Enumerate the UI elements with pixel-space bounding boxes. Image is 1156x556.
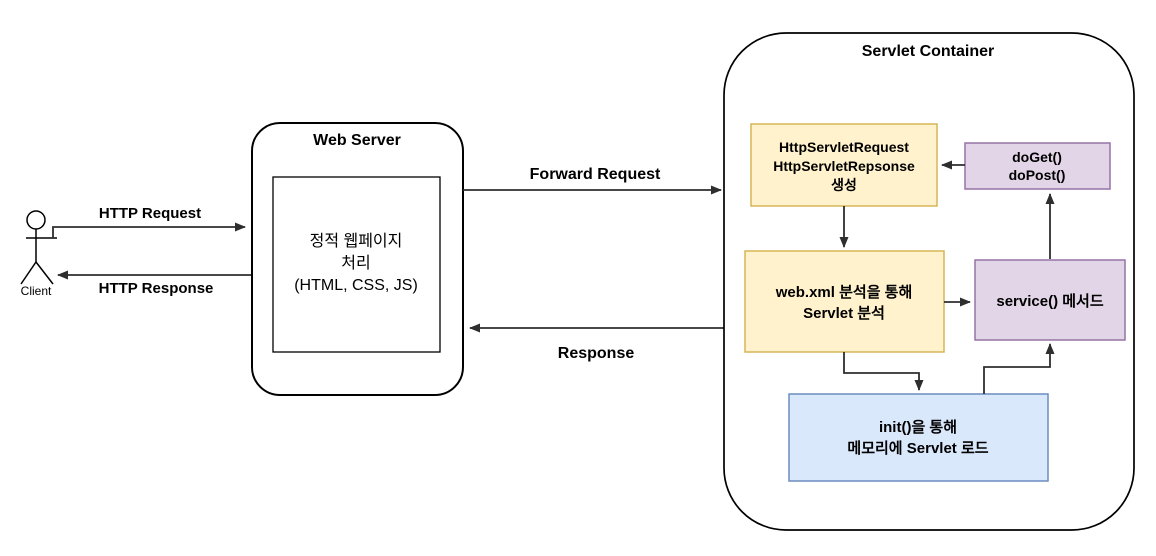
doget-line: doGet() (1012, 149, 1062, 165)
http-request-arrow (52, 222, 246, 238)
static-page-line3: (HTML, CSS, JS) (294, 277, 418, 294)
forward-request-label: Forward Request (530, 166, 661, 183)
request-response-line3: 생성 (831, 177, 857, 193)
request-response-box (750, 123, 938, 207)
web-server-title: Web Server (313, 132, 401, 149)
init-line1: init()을 통해 (879, 419, 957, 436)
dopost-line: doPost() (1009, 167, 1066, 183)
service-line: service() 메서드 (996, 293, 1103, 310)
static-page-line1: 정적 웹페이지 (310, 232, 403, 250)
request-response-line1: HttpServletRequest (779, 139, 909, 155)
http-request-label: HTTP Request (99, 205, 201, 222)
client-right-leg (35, 261, 54, 285)
servlet-container-title: Servlet Container (862, 43, 994, 60)
client-head (26, 210, 46, 230)
webxml-box (744, 250, 945, 353)
client-actor-icon (20, 210, 57, 285)
request-response-line2: HttpServletRepsonse (773, 158, 915, 174)
http-response-label: HTTP Response (99, 280, 214, 297)
client-label: Client (21, 284, 52, 298)
doget-dopost-box (964, 142, 1111, 190)
response-label: Response (558, 345, 635, 362)
static-page-line2: 처리 (341, 254, 370, 272)
service-box (974, 259, 1126, 341)
init-box (788, 393, 1049, 482)
init-to-service-arrow (983, 343, 1055, 394)
webxml-line1: web.xml 분석을 통해 (775, 283, 913, 301)
webxml-to-init-arrow (843, 352, 924, 391)
webxml-line2: Servlet 분석 (803, 304, 885, 322)
static-page-box (272, 176, 441, 353)
client-left-leg (20, 261, 37, 285)
init-line2: 메모리에 Servlet 로드 (847, 440, 988, 457)
